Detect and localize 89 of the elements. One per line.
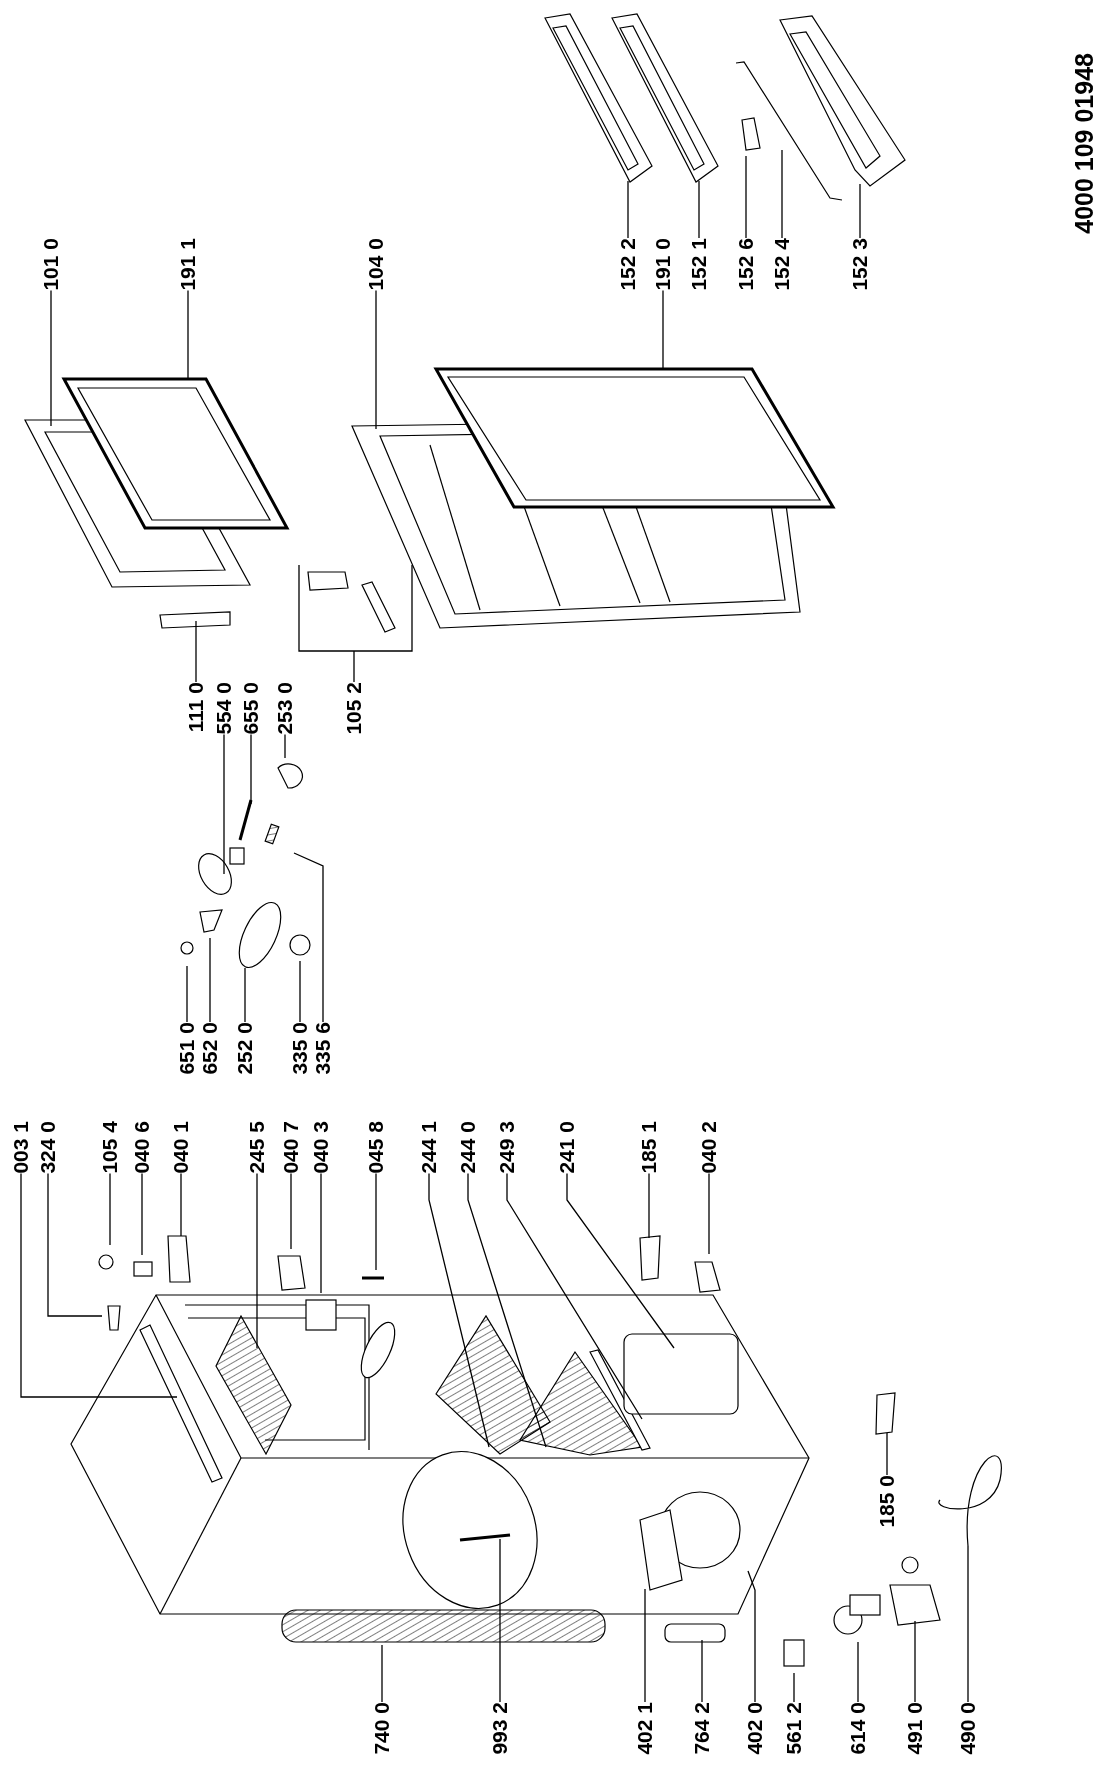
callout-number: 993 2 <box>488 1702 512 1755</box>
leader-line <box>20 1172 178 1398</box>
callout-number: 040 3 <box>309 1121 333 1174</box>
leader-line <box>320 1172 322 1294</box>
callout-number: 040 6 <box>130 1121 154 1174</box>
callout-number: 652 0 <box>198 1022 222 1075</box>
callout-number: 244 0 <box>456 1121 480 1174</box>
leader-line <box>644 1588 646 1703</box>
leader-line <box>187 289 189 381</box>
leader-line <box>290 1172 292 1250</box>
leader-line <box>50 289 52 427</box>
callout-number: 101 0 <box>39 238 63 291</box>
callout-number: 651 0 <box>175 1022 199 1075</box>
callout-number: 614 0 <box>846 1702 870 1755</box>
callout-number: 335 0 <box>288 1022 312 1075</box>
leader-line <box>745 155 747 239</box>
callout-number: 740 0 <box>370 1702 394 1755</box>
leader-line <box>914 1620 916 1703</box>
callout-number: 244 1 <box>417 1121 441 1174</box>
leader-line <box>299 960 301 1023</box>
callout-number: 245 5 <box>245 1121 269 1174</box>
leader-line <box>886 1432 888 1476</box>
callout-number: 241 0 <box>555 1121 579 1174</box>
leader-line <box>967 1545 969 1703</box>
leader-line <box>499 1538 501 1703</box>
callout-number: 105 2 <box>342 682 366 735</box>
callout-number: 191 1 <box>176 238 200 291</box>
callout-number: 402 0 <box>743 1702 767 1755</box>
callout-number: 249 3 <box>495 1121 519 1174</box>
leader-line <box>627 180 629 239</box>
leader-line <box>859 183 861 239</box>
leader-line <box>701 1639 703 1703</box>
leader-line <box>781 149 783 239</box>
callout-number: 655 0 <box>239 682 263 735</box>
leader-line <box>195 620 197 683</box>
leader-line <box>223 733 225 875</box>
callout-number: 324 0 <box>36 1121 60 1174</box>
callout-number: 152 4 <box>770 238 794 291</box>
leader-line <box>256 1172 258 1349</box>
leader-line <box>381 1644 383 1703</box>
callout-number: 561 2 <box>782 1702 806 1755</box>
leader-line <box>506 1172 643 1420</box>
leader-line <box>180 1172 182 1237</box>
leader-line <box>428 1172 490 1448</box>
callout-number: 003 1 <box>9 1121 33 1174</box>
leader-line <box>708 1172 710 1255</box>
callout-number: 335 6 <box>311 1022 335 1075</box>
leader-line <box>109 1172 111 1246</box>
callout-number: 045 8 <box>364 1121 388 1174</box>
callout-number: 152 3 <box>848 238 872 291</box>
leader-line <box>209 937 211 1023</box>
leader-line <box>141 1172 143 1256</box>
leader-line <box>566 1172 675 1349</box>
callout-number: 185 1 <box>637 1121 661 1174</box>
leader-line <box>284 733 286 759</box>
callout-number: 152 2 <box>616 238 640 291</box>
leader-line <box>648 1172 650 1239</box>
leader-line <box>250 733 252 805</box>
callout-number: 185 0 <box>875 1475 899 1528</box>
leader-line <box>298 564 413 683</box>
leader-line <box>793 1672 795 1703</box>
callout-number: 105 4 <box>98 1121 122 1174</box>
document-number: 4000 109 01948 <box>1070 53 1098 234</box>
callout-number: 554 0 <box>212 682 236 735</box>
leader-line <box>698 180 700 239</box>
callout-number: 191 0 <box>651 238 675 291</box>
callout-number: 152 1 <box>687 238 711 291</box>
leader-line <box>375 1172 377 1271</box>
leader-line <box>47 1172 103 1317</box>
callout-number: 491 0 <box>903 1702 927 1755</box>
leader-line <box>662 289 664 370</box>
callout-number: 252 0 <box>233 1022 257 1075</box>
callout-number: 152 6 <box>734 238 758 291</box>
callout-number: 040 7 <box>279 1121 303 1174</box>
leader-line <box>244 967 246 1023</box>
callout-number: 764 2 <box>690 1702 714 1755</box>
callout-number: 402 1 <box>633 1702 657 1755</box>
callout-number: 253 0 <box>273 682 297 735</box>
leader-line <box>375 289 377 430</box>
callout-number: 104 0 <box>364 238 388 291</box>
leader-line <box>747 1570 756 1703</box>
leader-line <box>857 1641 859 1703</box>
callout-number: 490 0 <box>956 1702 980 1755</box>
leader-line <box>293 852 324 1023</box>
callout-number: 111 0 <box>184 682 208 733</box>
leader-line <box>467 1172 547 1448</box>
callout-number: 040 1 <box>169 1121 193 1174</box>
leader-line <box>186 965 188 1023</box>
callout-number: 040 2 <box>697 1121 721 1174</box>
